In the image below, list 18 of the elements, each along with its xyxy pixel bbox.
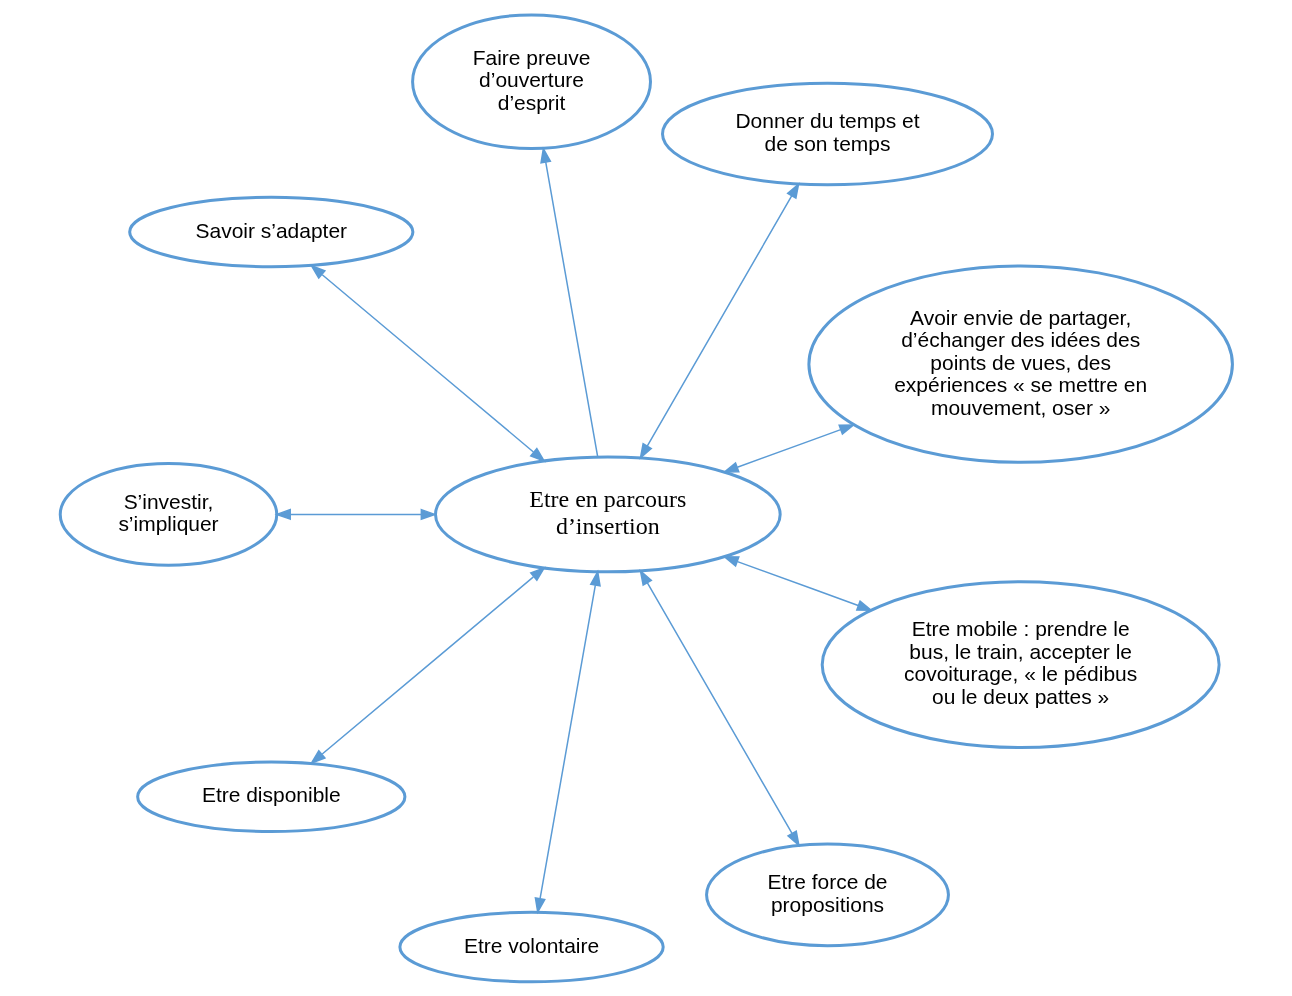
node-ellipse: S’investir, s’impliquer [58, 461, 278, 567]
node-ellipse: Etre en parcours d’insertion [433, 454, 782, 573]
node-ellipse: Etre volontaire [397, 910, 665, 983]
node-ellipse: Avoir envie de partager, d’échanger des idées des points de vues, des expériences « se mettre en mouvement, oser » [806, 263, 1234, 464]
arrow [539, 145, 598, 458]
arrow [638, 181, 800, 460]
arrow [273, 508, 437, 520]
arrow [309, 565, 546, 764]
node-ellipse: Etre mobile : prendre le bus, le train, accepter le covoiturage, « le pédibus ou le deux pattes » [820, 579, 1221, 749]
node-ellipse: Donner du temps et de son temps [660, 81, 994, 186]
arrow [309, 263, 546, 462]
node-ellipse: Etre force de propositions [704, 842, 950, 947]
arrow [534, 569, 601, 914]
arrow [638, 568, 800, 847]
node-ellipse: Etre disponible [135, 760, 406, 833]
arrow [721, 423, 856, 473]
node-ellipse: Faire preuve d’ouverture d’esprit [410, 12, 652, 150]
node-ellipse: Savoir s’adapter [127, 195, 414, 268]
